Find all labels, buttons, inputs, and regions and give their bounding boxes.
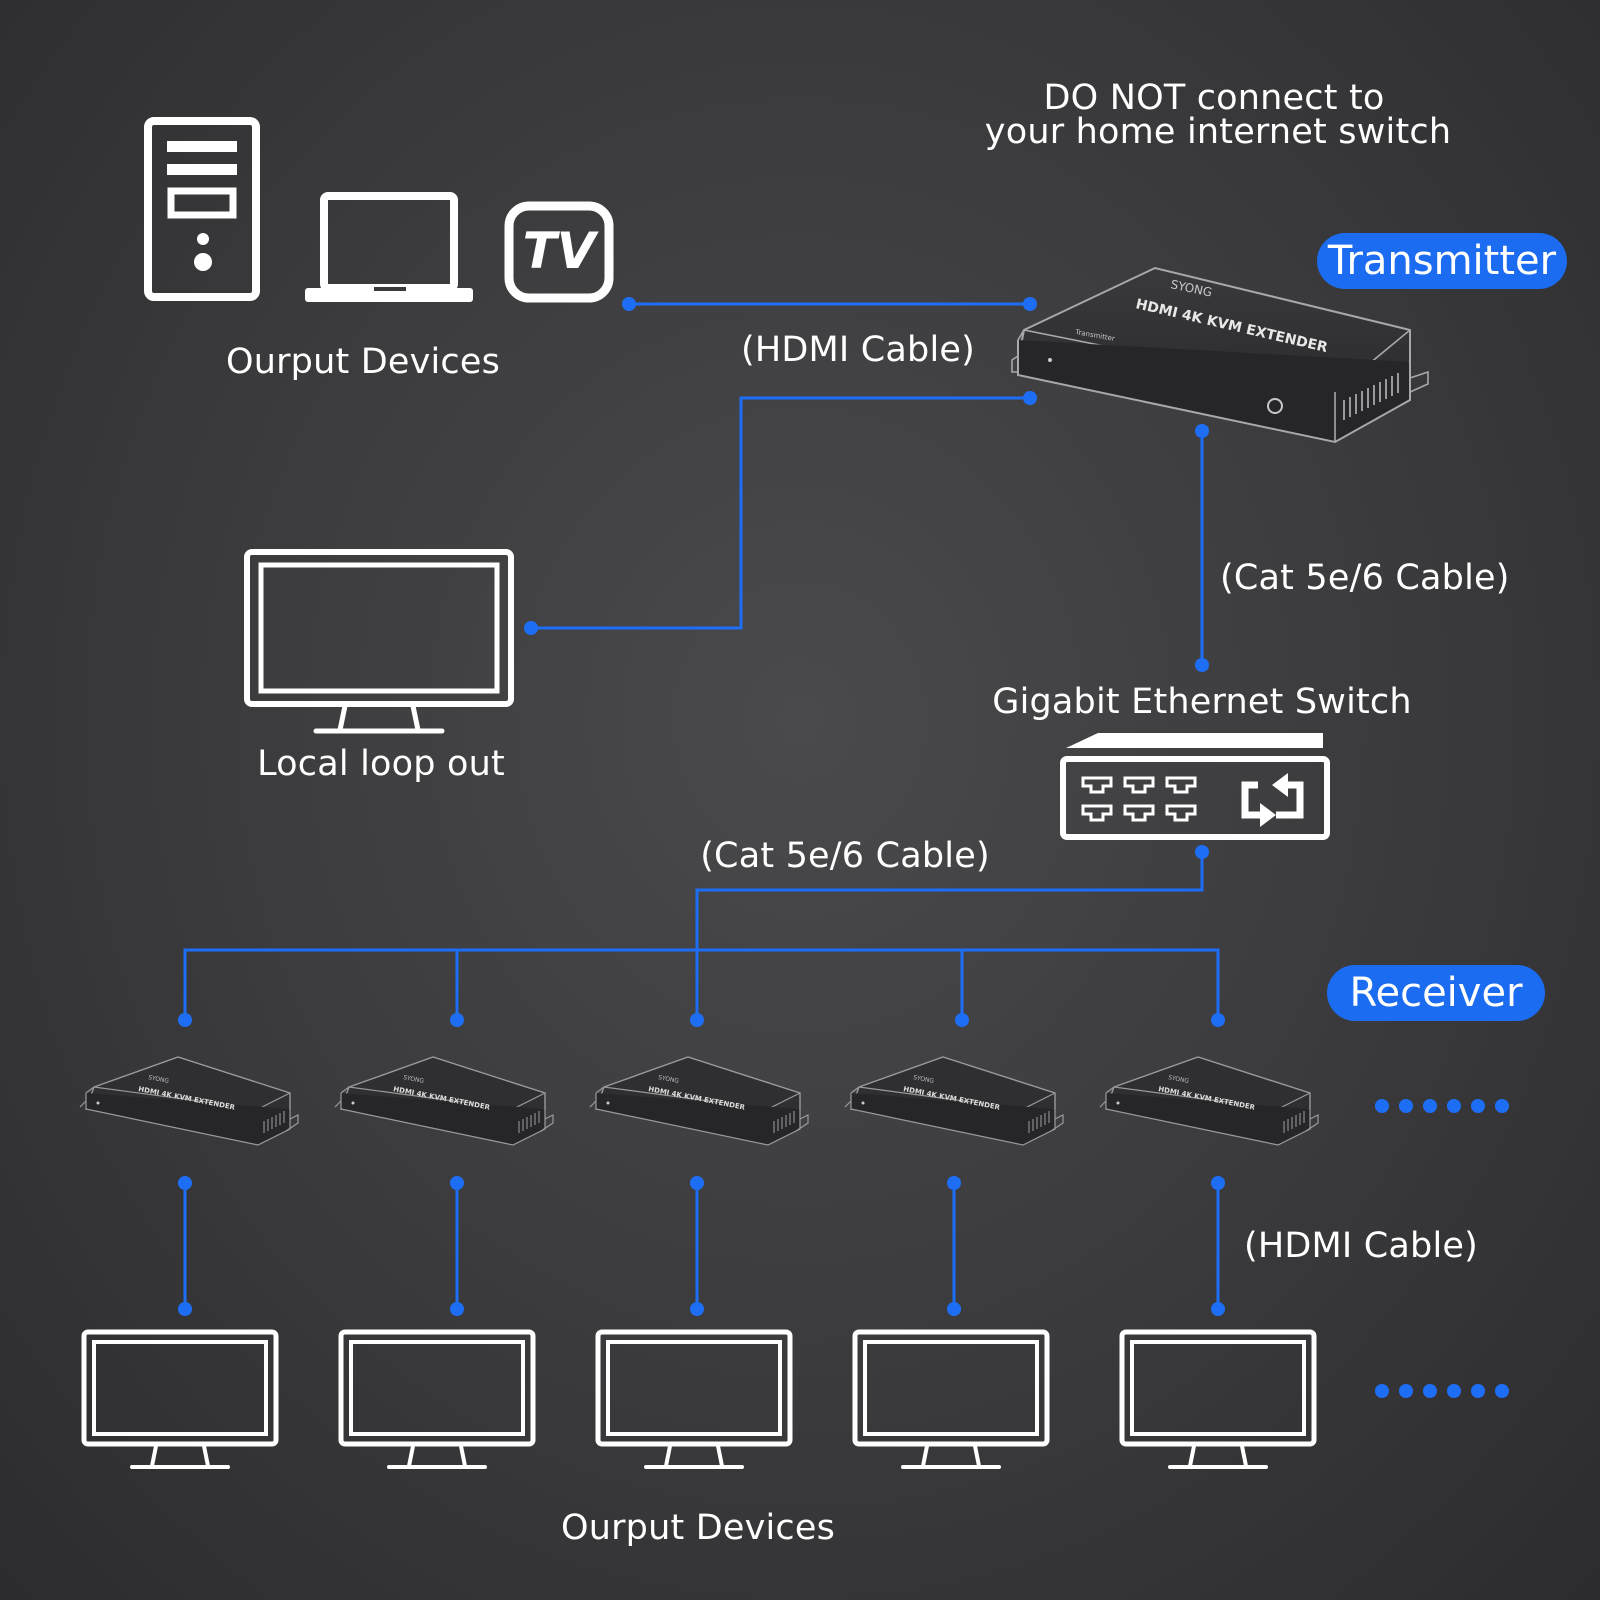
receiver-device [844,1056,1064,1146]
receiver-device [1099,1056,1319,1146]
network-switch-icon [1060,733,1330,840]
hdmi-cable-label-bottom: (HDMI Cable) [1244,1226,1478,1266]
transmitter-device: SYONG HDMI 4K KVM EXTENDER Transmitter [1011,266,1429,444]
laptop-icon [305,192,473,302]
bottom-output-devices-label: Ourput Devices [560,1508,836,1548]
receiver-device [334,1056,554,1146]
monitor-icon [341,1332,533,1467]
monitor-icon [598,1332,790,1467]
receiver-devices [79,1056,1319,1146]
connection-dots [178,297,1225,1316]
cat-cable-label-vertical: (Cat 5e/6 Cable) [1220,558,1510,598]
tv-icon: TV [504,201,614,303]
monitor-icon [1122,1332,1314,1467]
output-monitors [84,1332,1314,1467]
monitor-icon [84,1332,276,1467]
tv-icon-text: TV [523,222,599,280]
warning-line-2: your home internet switch [984,112,1452,152]
ellipsis-icon [1375,1384,1509,1398]
top-output-devices-label: Ourput Devices [225,342,501,382]
connection-lines [183,302,1220,1309]
ellipsis-icon [1375,1099,1509,1113]
switch-label: Gigabit Ethernet Switch [992,682,1412,722]
receiver-device [79,1056,299,1146]
cat-cable-label-horizontal: (Cat 5e/6 Cable) [700,836,990,876]
receiver-device [589,1056,809,1146]
pc-tower-icon [144,117,260,301]
hdmi-cable-label-top: (HDMI Cable) [741,330,975,370]
local-loop-monitor-icon [244,549,514,734]
monitor-icon [855,1332,1047,1467]
warning-line-1: DO NOT connect to [1043,78,1385,118]
local-loop-label: Local loop out [257,744,505,784]
receiver-badge: Receiver [1327,965,1545,1021]
transmitter-badge: Transmitter [1317,233,1567,289]
